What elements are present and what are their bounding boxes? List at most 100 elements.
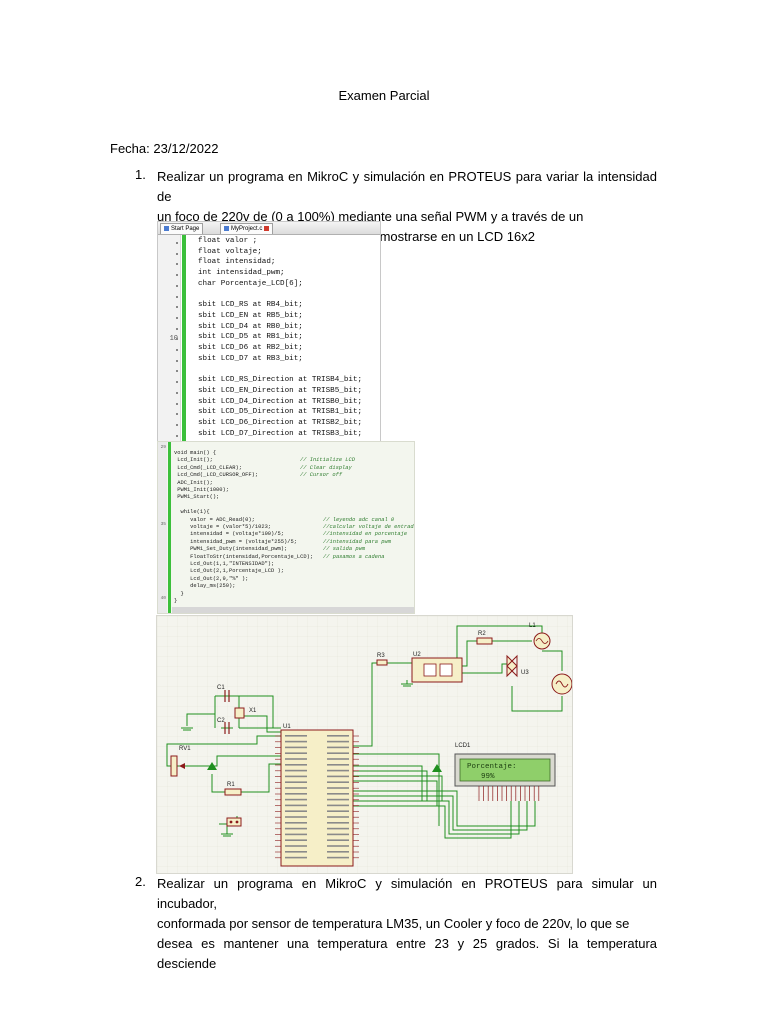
u1-pin-text [285, 856, 307, 859]
opto-triac [439, 663, 453, 677]
lcd-pins [478, 786, 540, 801]
code-line: ADC_Init(); [174, 479, 213, 486]
u1-pin-text [285, 839, 307, 841]
code-line: void main() { [174, 450, 217, 456]
lcd-line-2: 99% [481, 773, 495, 781]
opto-led [423, 663, 437, 677]
l1-label: L1 [529, 623, 536, 629]
question-1-line: un foco de 220v de (0 a 100%) mediante u… [157, 209, 584, 224]
x1-label: X1 [249, 708, 257, 714]
question-2-number: 2. [135, 874, 146, 889]
document-title: Examen Parcial [338, 88, 430, 103]
code-line: sbit LCD_D4 at RB0_bit; [198, 322, 303, 331]
u1-pin-text [327, 827, 349, 830]
code-line: Lcd_Out(2,9,"%" ); [174, 575, 249, 582]
u1-pin-text [327, 845, 349, 847]
code-line: Lcd_Cmd(_LCD_CLEAR); [174, 464, 242, 471]
u1-pin-text [327, 816, 349, 818]
gutter-dot [176, 252, 178, 255]
u1-pin-text [285, 827, 307, 830]
u1-pin-text [327, 746, 349, 749]
u1-pin-text [285, 816, 307, 818]
code-line: sbit LCD_D5_Direction at TRISB1_bit; [198, 408, 363, 417]
rv1-label: RV1 [179, 746, 191, 752]
line-number: 29 [160, 445, 166, 450]
code-line: PWM1_Init(1000); [174, 487, 229, 493]
code-line: voltaje = (valor*5)/1023; [174, 524, 272, 530]
schematic-drawing: C1 C2 X1 RV1 R1 U1 R3 U2 R2 U3 [157, 616, 572, 873]
u1-pin-text [327, 793, 349, 795]
u1-pin-text [327, 856, 349, 859]
u1-pin-text [285, 735, 307, 737]
code-comment: // pasamos a cadena [323, 553, 385, 560]
code-line: Lcd_Cmd(_LCD_CURSOR_OFF); [174, 472, 259, 479]
u1-pin-text [285, 781, 307, 783]
code-editor-screenshot-2: 29 35 40 void main() { Lcd_Init();// Ini… [157, 441, 415, 614]
gutter-dot [176, 423, 178, 426]
code-line: float valor ; [198, 237, 258, 245]
u1-pin-text [327, 839, 349, 841]
gutter-dot [176, 327, 178, 330]
code-line: float intensidad; [198, 258, 276, 267]
u1-pin-text [327, 740, 349, 743]
r1-label: R1 [227, 782, 235, 788]
question-2-line: desea es mantener una temperatura entre … [157, 936, 657, 971]
tab-start-page: Start Page [160, 223, 204, 234]
gutter-dot [176, 263, 178, 266]
gutter-dot [176, 284, 178, 287]
gutter-dot [176, 370, 178, 373]
u1-pin-text [285, 787, 307, 789]
u1-pin-text [327, 798, 349, 801]
u1-pin-text [327, 787, 349, 789]
u1-pin-text [327, 775, 349, 778]
lcd1-label: LCD1 [455, 743, 471, 749]
line-gutter [158, 235, 181, 441]
tab-myproject: MyProject.c [220, 223, 274, 234]
code-line: float voltaje; [198, 247, 262, 256]
u1-pin-text [327, 822, 349, 824]
code-line: PWM1_Start(); [174, 494, 220, 501]
code-line: sbit LCD_D6 at RB2_bit; [198, 344, 303, 352]
u1-pin-text [285, 804, 307, 807]
code-line: sbit LCD_D4_Direction at TRISB0_bit; [198, 397, 363, 406]
u1-pin-text [327, 758, 349, 760]
u1-pin-text [285, 822, 307, 824]
u1-pin-text [327, 769, 349, 772]
u1-pin-text [327, 810, 349, 812]
u1-pin-text [285, 758, 307, 760]
u1-pin-text [285, 769, 307, 772]
gutter-dot [176, 295, 178, 298]
question-1-number: 1. [135, 167, 146, 182]
code-line: int intensidad_pwm; [198, 269, 285, 278]
question-2-line: Realizar un programa en MikroC y simulac… [157, 876, 657, 911]
capacitors [224, 690, 230, 734]
u1-pin-text [327, 781, 349, 783]
code-line: delay_ms(250); [174, 583, 236, 590]
code-comment: // Initialize LCD [300, 457, 355, 464]
page-icon [164, 225, 169, 231]
u1-pin-text [327, 804, 349, 807]
u1-label: U1 [283, 724, 291, 730]
u1-pin-text [327, 752, 349, 754]
code-line: } [174, 598, 178, 604]
code-comment: // Cursor off [300, 472, 343, 479]
code-line: sbit LCD_D5 at RB1_bit; [198, 333, 303, 342]
ground-symbols [181, 683, 445, 837]
c1-label: C1 [217, 685, 225, 691]
code-line: Lcd_Out(2,1,Porcentaje_LCD ); [174, 568, 284, 575]
u1-pin-text [285, 833, 307, 836]
editor-tab-bar: Start Page MyProject.c [158, 222, 380, 235]
code-comment: //intensidad en porcentaje [323, 531, 408, 538]
u1-pin-text [285, 810, 307, 812]
code-comment: //calcular voltaje de entrada [323, 524, 415, 530]
c2-label: C2 [217, 718, 225, 724]
resistor-r3 [376, 659, 388, 666]
button-contact [235, 820, 239, 824]
tab-label: MyProject.c [231, 226, 263, 232]
gutter-dot [176, 338, 178, 341]
tab-label: Start Page [171, 226, 200, 232]
gutter-dot [176, 381, 178, 384]
code-line: Lcd_Init(); [174, 457, 213, 464]
u1-pin-text [285, 752, 307, 754]
u1-pin-text [327, 764, 349, 766]
